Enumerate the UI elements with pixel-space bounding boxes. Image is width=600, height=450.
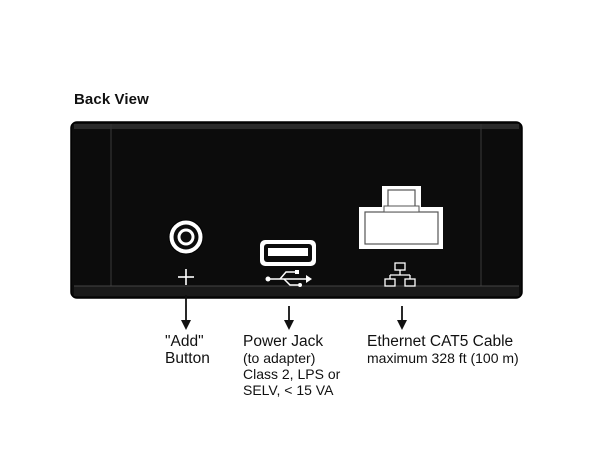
usb-icon: [265, 270, 312, 287]
power-jack-line2: Class 2, LPS or: [243, 366, 341, 382]
power-jack-title: Power Jack: [243, 333, 324, 350]
plus-icon: [178, 269, 194, 285]
add-button-port: [168, 219, 204, 255]
power-jack-line1: (to adapter): [243, 350, 316, 366]
network-icon: [384, 262, 416, 287]
add-button-label-line2: Button: [165, 350, 210, 367]
ethernet-port: [359, 186, 443, 249]
add-button-arrow: [181, 295, 191, 330]
ethernet-line1: maximum 328 ft (100 m): [367, 350, 519, 366]
power-jack-line3: SELV, < 15 VA: [243, 382, 334, 398]
ethernet-arrow: [397, 306, 407, 330]
add-button-label: "Add" Button: [165, 333, 210, 367]
power-jack-label: Power Jack (to adapter) Class 2, LPS or …: [243, 333, 340, 398]
power-jack-port: [260, 240, 316, 266]
ethernet-title: Ethernet CAT5 Cable: [367, 333, 514, 350]
add-button-label-line1: "Add": [165, 333, 204, 350]
ethernet-label: Ethernet CAT5 Cable maximum 328 ft (100 …: [367, 333, 519, 366]
power-jack-arrow: [284, 306, 294, 330]
diagram-title: Back View: [74, 91, 149, 108]
